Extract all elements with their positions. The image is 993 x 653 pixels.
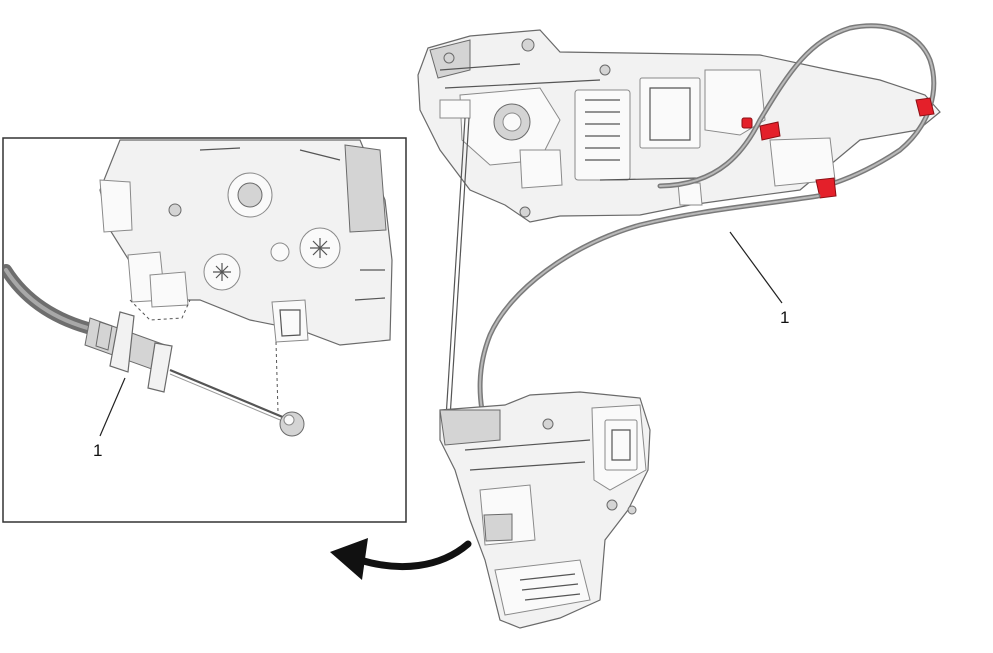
detail-cable-callout-label: 1	[93, 441, 102, 460]
clip-4	[815, 177, 837, 199]
clip-2	[759, 121, 781, 141]
door-latch-assembly	[439, 391, 651, 629]
inside-handle-cable	[477, 193, 821, 413]
clip-3	[915, 97, 935, 117]
handle-cable-routing	[445, 23, 937, 419]
outside-handle-bracket	[417, 29, 941, 223]
cable-retainer-clips	[741, 97, 935, 199]
curved-arrow-icon	[330, 538, 472, 580]
main-cable-callout-label: 1	[780, 308, 789, 327]
detail-inset: 1	[2, 137, 407, 523]
main-cable-callout: 1	[729, 231, 789, 327]
clip-1	[741, 117, 753, 129]
